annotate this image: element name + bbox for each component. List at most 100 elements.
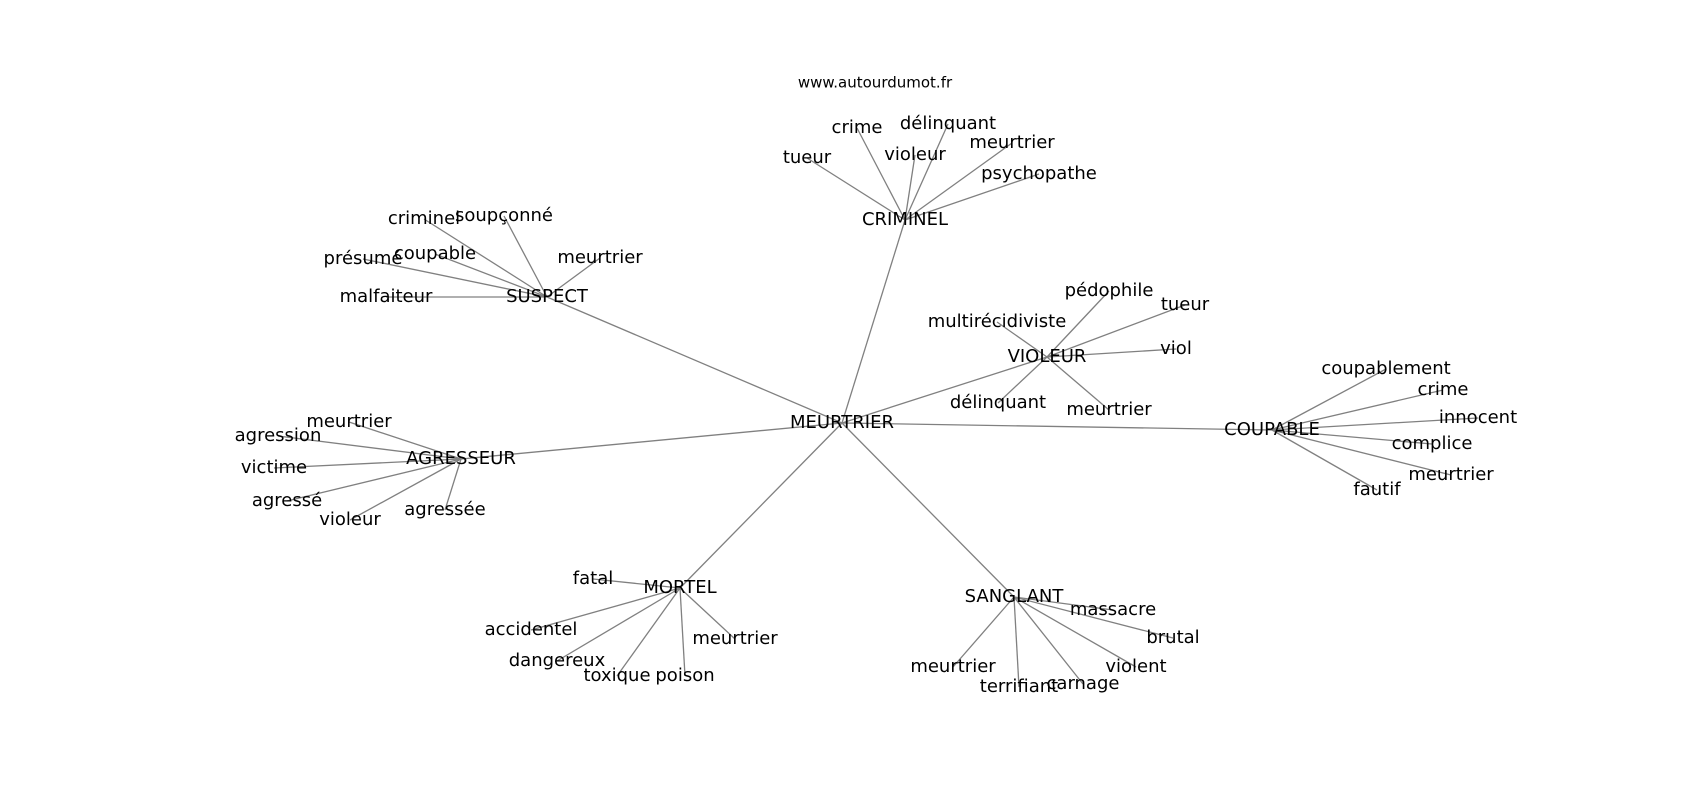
edge-center-h_sanglant (841, 422, 1015, 598)
node-co-meurtrier[interactable]: meurtrier (1408, 464, 1494, 485)
edge-h_criminel-cr_crime (856, 127, 906, 221)
edge-h_criminel-cr_violeur (904, 154, 916, 221)
edge-center-h_agresseur (460, 422, 843, 460)
site-url[interactable]: www.autourdumot.fr (798, 74, 953, 92)
node-su-meurtrier[interactable]: meurtrier (557, 247, 643, 268)
edge-h_suspect-su_criminel (423, 218, 548, 298)
edge-h_violeur-vi_tueur (1046, 304, 1186, 358)
edge-h_agresseur-ag_victime (273, 458, 462, 469)
node-sa-violent[interactable]: violent (1105, 656, 1166, 677)
node-mo-poison[interactable]: poison (655, 665, 714, 686)
edge-h_sanglant-sa_brutal (1013, 596, 1174, 639)
edge-h_coupable-co_crime (1271, 389, 1444, 431)
node-vi-tueur[interactable]: tueur (1161, 294, 1210, 315)
edge-h_agresseur-ag_violeur (349, 458, 462, 521)
node-co-fautif[interactable]: fautif (1353, 479, 1401, 500)
node-cr-tueur[interactable]: tueur (783, 147, 832, 168)
edge-h_violeur-vi_multirecidiviste (996, 321, 1048, 358)
edge-h_criminel-cr_psychopathe (904, 173, 1040, 221)
node-ag-agressee[interactable]: agressée (404, 499, 485, 520)
edge-h_mortel-mo_poison (679, 587, 686, 677)
node-h-criminel[interactable]: CRIMINEL (862, 209, 948, 230)
node-mo-toxique[interactable]: toxique (583, 665, 650, 686)
edge-h_mortel-mo_toxique (616, 587, 681, 677)
edge-h_mortel-mo_meurtrier (679, 587, 736, 640)
node-cr-crime[interactable]: crime (832, 117, 883, 138)
edge-h_criminel-cr_delinquant (904, 123, 949, 221)
node-mo-fatal[interactable]: fatal (573, 568, 613, 589)
edge-h_suspect-su_coupable (434, 253, 548, 298)
node-su-malfaiteur[interactable]: malfaiteur (340, 286, 433, 307)
node-su-soupconne[interactable]: soupçonné (455, 205, 553, 226)
edge-h_sanglant-sa_terrifiant (1013, 596, 1020, 688)
edge-h_agresseur-ag_agression (277, 435, 462, 460)
node-su-criminel[interactable]: criminel (388, 208, 460, 229)
node-mo-accidentel[interactable]: accidentel (485, 619, 578, 640)
edge-h_criminel-cr_tueur (806, 157, 906, 221)
node-h-mortel[interactable]: MORTEL (643, 577, 716, 598)
node-h-sanglant[interactable]: SANGLANT (965, 586, 1065, 607)
edge-h_criminel-cr_meurtrier (904, 142, 1013, 221)
edge-center-h_criminel (841, 219, 906, 424)
node-co-innocent[interactable]: innocent (1439, 407, 1517, 428)
edge-center-h_suspect (546, 296, 843, 424)
node-ag-victime[interactable]: victime (241, 457, 307, 478)
node-center[interactable]: MEURTRIER (790, 412, 894, 433)
edge-h_suspect-su_soupconne (503, 215, 548, 298)
node-cr-psychopathe[interactable]: psychopathe (981, 163, 1097, 184)
node-h-agresseur[interactable]: AGRESSEUR (406, 448, 516, 469)
node-co-coupablement[interactable]: coupablement (1321, 358, 1450, 379)
node-vi-meurtrier[interactable]: meurtrier (1066, 399, 1152, 420)
nodes-layer: MEURTRIER CRIMINEL SUSPECT VIOLEUR COUPABLE A… (235, 113, 1518, 697)
node-ag-violeur[interactable]: violeur (319, 509, 381, 530)
node-sa-massacre[interactable]: massacre (1070, 599, 1156, 620)
edge-h_agresseur-ag_agresse (286, 458, 462, 502)
edge-h_mortel-mo_dangereux (556, 587, 681, 662)
edge-h_mortel-mo_accidentel (530, 587, 681, 631)
node-su-presume[interactable]: présumé (324, 248, 403, 269)
node-ag-agression[interactable]: agression (235, 425, 322, 446)
edge-h_violeur-vi_delinquant (997, 356, 1048, 404)
node-sa-brutal[interactable]: brutal (1146, 627, 1199, 648)
node-h-coupable[interactable]: COUPABLE (1224, 419, 1320, 440)
node-cr-violeur[interactable]: violeur (884, 144, 946, 165)
node-co-complice[interactable]: complice (1392, 433, 1473, 454)
edge-h_agresseur-ag_agressee (444, 458, 462, 511)
edge-h_violeur-vi_pedophile (1046, 290, 1110, 358)
node-ag-agresse[interactable]: agressé (252, 490, 322, 511)
edge-center-h_violeur (841, 356, 1048, 424)
node-sa-terrifiant[interactable]: terrifiant (980, 676, 1058, 697)
node-sa-carnage[interactable]: carnage (1047, 673, 1120, 694)
edge-h_sanglant-sa_massacre (1013, 596, 1114, 611)
node-ag-meurtrier[interactable]: meurtrier (306, 411, 392, 432)
edge-center-h_coupable (841, 422, 1273, 431)
edge-h_violeur-vi_viol (1046, 348, 1177, 358)
node-vi-delinquant[interactable]: délinquant (950, 392, 1046, 413)
node-h-violeur[interactable]: VIOLEUR (1008, 346, 1087, 367)
node-cr-delinquant[interactable]: délinquant (900, 113, 996, 134)
edge-center-h_mortel (679, 422, 843, 589)
edge-h_suspect-su_presume (362, 258, 548, 298)
node-h-suspect[interactable]: SUSPECT (506, 286, 589, 307)
node-vi-viol[interactable]: viol (1160, 338, 1192, 359)
edge-h_coupable-co_fautif (1271, 429, 1378, 491)
edge-h_coupable-co_meurtrier (1271, 429, 1452, 476)
node-cr-meurtrier[interactable]: meurtrier (969, 132, 1055, 153)
node-vi-multirecidiviste[interactable]: multirécidiviste (928, 311, 1067, 332)
edge-h_coupable-co_complice (1271, 429, 1433, 445)
node-mo-dangereux[interactable]: dangereux (509, 650, 606, 671)
node-co-crime[interactable]: crime (1418, 379, 1469, 400)
edges-layer (273, 123, 1479, 688)
node-sa-meurtrier[interactable]: meurtrier (910, 656, 996, 677)
node-mo-meurtrier[interactable]: meurtrier (692, 628, 778, 649)
edge-h_sanglant-sa_carnage (1013, 596, 1084, 685)
node-su-coupable[interactable]: coupable (394, 243, 476, 264)
edge-h_violeur-vi_meurtrier (1046, 356, 1110, 411)
edge-h_coupable-co_coupablement (1271, 368, 1387, 431)
edge-h_sanglant-sa_violent (1013, 596, 1137, 668)
edge-h_agresseur-ag_meurtrier (348, 421, 462, 460)
edge-h_mortel-mo_fatal (592, 578, 681, 589)
node-vi-pedophile[interactable]: pédophile (1065, 280, 1154, 301)
edge-h_coupable-co_innocent (1271, 417, 1479, 431)
